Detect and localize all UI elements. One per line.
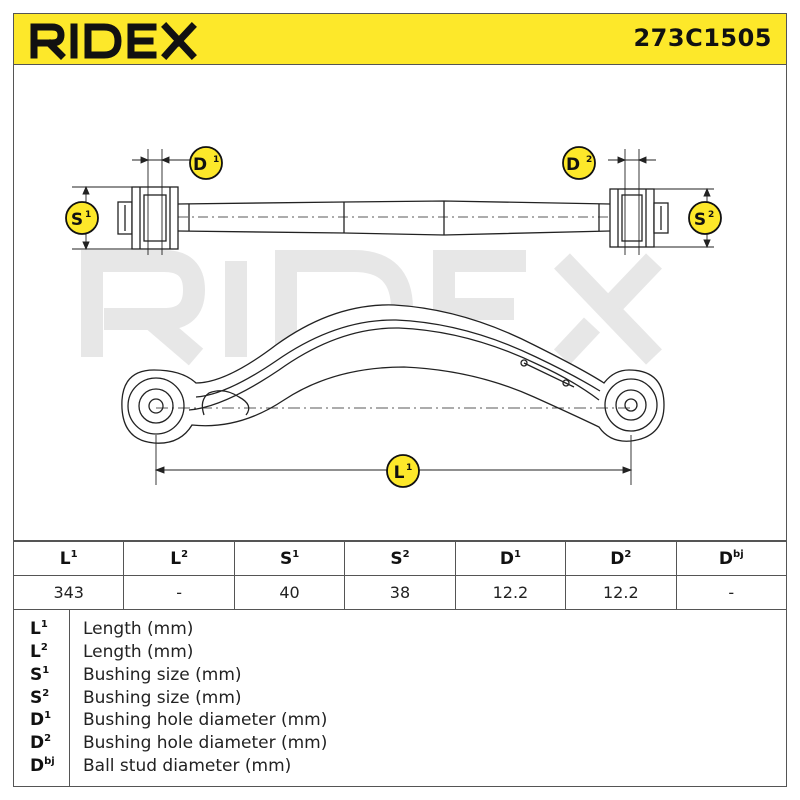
part-number: 273C1505 <box>633 24 772 52</box>
specs-header-cell: D1 <box>454 541 567 576</box>
technical-drawing: D 1 D 2 S 1 S 2 L 1 <box>13 65 787 541</box>
svg-text:D: D <box>193 155 207 175</box>
specs-header-cell: D2 <box>565 541 677 576</box>
legend-item: D1 Bushing hole diameter (mm) <box>14 709 784 731</box>
legend-item: D2 Bushing hole diameter (mm) <box>14 732 784 754</box>
specs-value-cell: 12.2 <box>565 575 677 610</box>
specs-value-cell: 12.2 <box>454 575 567 610</box>
legend-symbol: L1 <box>30 619 48 639</box>
legend-item: S1 Bushing size (mm) <box>14 664 784 686</box>
legend-symbol: S1 <box>30 665 50 685</box>
specs-header-cell: L1 <box>12 541 125 576</box>
svg-text:2: 2 <box>586 155 592 165</box>
legend-symbol: D2 <box>30 733 52 753</box>
specs-header-cell: S1 <box>233 541 346 576</box>
legend-item: L1 Length (mm) <box>14 618 784 640</box>
svg-text:S: S <box>71 210 83 230</box>
legend-symbol: Dbj <box>30 756 55 776</box>
legend-box: L1 Length (mm) L2 Length (mm) S1 Bushing… <box>13 609 787 787</box>
header-bar: 273C1505 <box>13 13 787 65</box>
legend-description: Ball stud diameter (mm) <box>83 756 292 776</box>
specs-value-cell: - <box>675 575 788 610</box>
specs-value-row: 343 - 40 38 12.2 12.2 - <box>12 575 788 610</box>
svg-text:1: 1 <box>406 463 412 473</box>
side-view <box>121 304 665 444</box>
legend-item: Dbj Ball stud diameter (mm) <box>14 755 784 777</box>
legend-symbol: S2 <box>30 688 50 708</box>
svg-text:2: 2 <box>708 210 714 220</box>
legend-symbol: D1 <box>30 710 52 730</box>
svg-text:1: 1 <box>85 210 91 220</box>
specs-value-cell: 343 <box>12 575 125 610</box>
specs-header-cell: L2 <box>123 541 235 576</box>
svg-text:1: 1 <box>213 155 219 165</box>
specs-value-cell: 40 <box>233 575 346 610</box>
specs-header-row: L1 L2 S1 S2 D1 D2 Dbj <box>12 541 788 576</box>
legend-divider <box>69 609 70 786</box>
legend-description: Length (mm) <box>83 619 194 639</box>
legend-description: Bushing size (mm) <box>83 688 242 708</box>
specs-value-cell: - <box>123 575 235 610</box>
legend-description: Length (mm) <box>83 642 194 662</box>
svg-text:S: S <box>694 210 706 230</box>
label-d1: D 1 <box>189 146 223 180</box>
brand-logo <box>30 22 197 60</box>
label-s1: S 1 <box>65 201 99 235</box>
legend-symbol: L2 <box>30 642 48 662</box>
specs-header-cell: Dbj <box>675 541 788 576</box>
legend-description: Bushing hole diameter (mm) <box>83 710 328 730</box>
legend-item: S2 Bushing size (mm) <box>14 687 784 709</box>
legend-description: Bushing size (mm) <box>83 665 242 685</box>
dimension-lines-top <box>72 149 714 255</box>
specs-value-cell: 38 <box>344 575 456 610</box>
label-s2: S 2 <box>688 201 722 235</box>
specs-table: L1 L2 S1 S2 D1 D2 Dbj 343 - 40 38 12.2 1… <box>12 541 788 610</box>
control-arm-drawing: D 1 D 2 S 1 S 2 L 1 <box>65 146 722 488</box>
label-d2: D 2 <box>562 146 596 180</box>
top-view <box>117 186 669 250</box>
svg-text:L: L <box>394 463 405 483</box>
legend-item: L2 Length (mm) <box>14 641 784 663</box>
specs-header-cell: S2 <box>344 541 456 576</box>
svg-text:D: D <box>566 155 580 175</box>
label-l1: L 1 <box>386 454 420 488</box>
legend-description: Bushing hole diameter (mm) <box>83 733 328 753</box>
